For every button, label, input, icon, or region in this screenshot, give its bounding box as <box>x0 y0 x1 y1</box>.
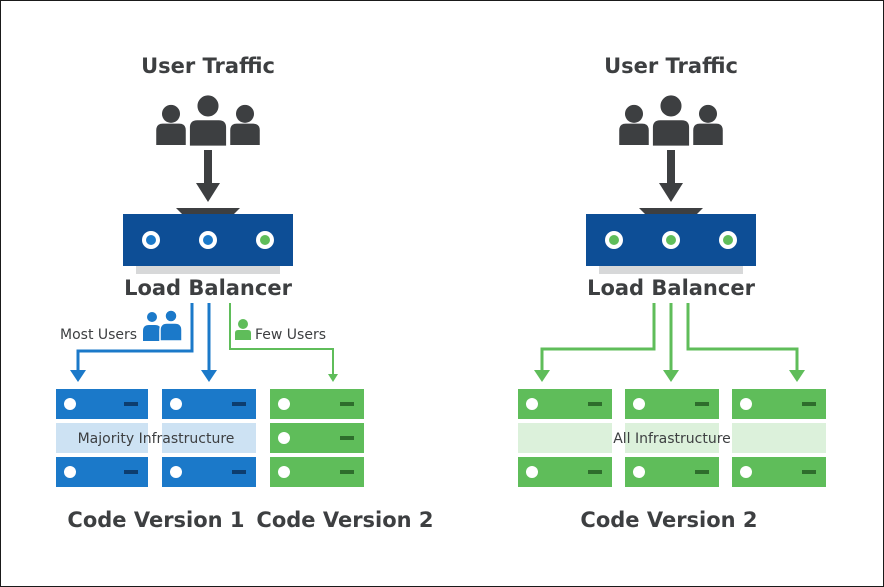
load-balancer-icon <box>586 208 756 274</box>
arrow-head <box>328 374 338 382</box>
right-user-traffic-label: User Traffic <box>604 54 738 78</box>
users-icon <box>143 309 183 342</box>
arrow-head <box>201 370 217 382</box>
few-users-route <box>229 303 334 376</box>
left-code-version-2-label: Code Version 2 <box>256 508 433 532</box>
load-balancer-icon <box>123 208 293 274</box>
server-stack-blue-1 <box>56 389 148 487</box>
arrow-head <box>534 370 550 382</box>
most-users-route <box>76 303 211 372</box>
server-stack-green-3 <box>732 389 826 487</box>
few-users-label: Few Users <box>255 327 326 343</box>
user-icon <box>235 319 251 340</box>
left-load-balancer-label: Load Balancer <box>124 276 293 300</box>
all-infrastructure-label: All Infrastructure <box>613 431 731 447</box>
users-icon <box>156 94 260 147</box>
left-user-traffic-label: User Traffic <box>141 54 275 78</box>
server-stack-blue-2 <box>162 389 256 487</box>
arrow-head <box>70 370 86 382</box>
users-icon <box>619 94 723 147</box>
left-traffic-arrow <box>196 150 220 202</box>
all-users-route <box>540 303 799 372</box>
server-stack-green <box>270 389 364 487</box>
right-code-version-2-label: Code Version 2 <box>580 508 757 532</box>
code-version-1-label: Code Version 1 <box>67 508 244 532</box>
right-load-balancer-label: Load Balancer <box>587 276 756 300</box>
arrow-head <box>663 370 679 382</box>
server-stack-green-1 <box>518 389 612 487</box>
most-users-label: Most Users <box>60 327 137 343</box>
server-stack-green-2 <box>625 389 719 487</box>
right-traffic-arrow <box>659 150 683 202</box>
majority-infrastructure-label: Majority Infrastructure <box>78 431 235 447</box>
arrow-head <box>789 370 805 382</box>
